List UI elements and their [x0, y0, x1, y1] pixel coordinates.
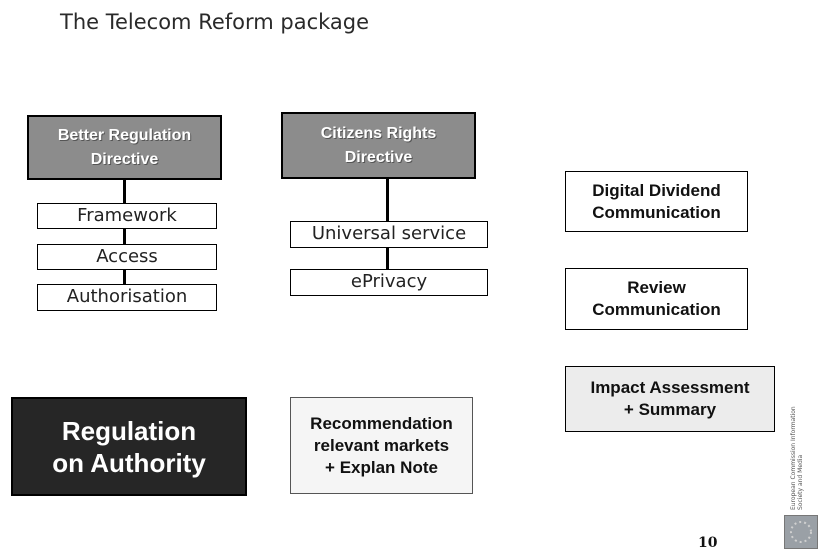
regulation-on-authority-box: Regulation on Authority — [11, 397, 247, 496]
authorisation-box: Authorisation — [37, 284, 217, 311]
digital-dividend-box: Digital Dividend Communication — [565, 171, 748, 232]
digital-dividend-line1: Digital Dividend — [592, 180, 721, 200]
page-number: 10 — [698, 535, 718, 551]
digital-dividend-line2: Communication — [592, 202, 721, 222]
recommendation-line1: Recommendation — [310, 413, 453, 433]
citizens-rights-line2: Directive — [344, 148, 413, 166]
regulation-line1: Regulation — [61, 415, 197, 446]
better-regulation-line1: Better Regulation — [57, 126, 192, 144]
review-line2: Communication — [592, 300, 721, 319]
universal-service-box: Universal service — [290, 221, 488, 248]
connector-line — [123, 180, 126, 290]
review-communication-box: Review Communication — [565, 268, 748, 330]
page-title: The Telecom Reform package — [60, 10, 370, 34]
regulation-line2: on Authority — [52, 447, 206, 478]
access-box: Access — [37, 244, 217, 270]
eprivacy-box: ePrivacy — [290, 269, 488, 296]
eu-logo-icon — [784, 515, 818, 549]
impact-line2: + Summary — [623, 400, 717, 419]
recommendation-line3: + Explan Note — [325, 457, 438, 477]
impact-assessment-box: Impact Assessment + Summary — [565, 366, 775, 432]
citizens-rights-line1: Citizens Rights — [320, 124, 437, 142]
impact-line1: Impact Assessment — [590, 378, 750, 397]
framework-box: Framework — [37, 203, 217, 229]
side-caption: European Commission Information Society … — [790, 406, 804, 510]
citizens-rights-header: Citizens Rights Directive — [281, 112, 476, 179]
better-regulation-line2: Directive — [90, 150, 159, 168]
recommendation-line2: relevant markets — [313, 435, 450, 455]
recommendation-box: Recommendation relevant markets + Explan… — [290, 397, 473, 494]
eu-stars-icon — [790, 521, 812, 543]
review-line1: Review — [627, 278, 686, 297]
better-regulation-header: Better Regulation Directive — [27, 115, 222, 180]
